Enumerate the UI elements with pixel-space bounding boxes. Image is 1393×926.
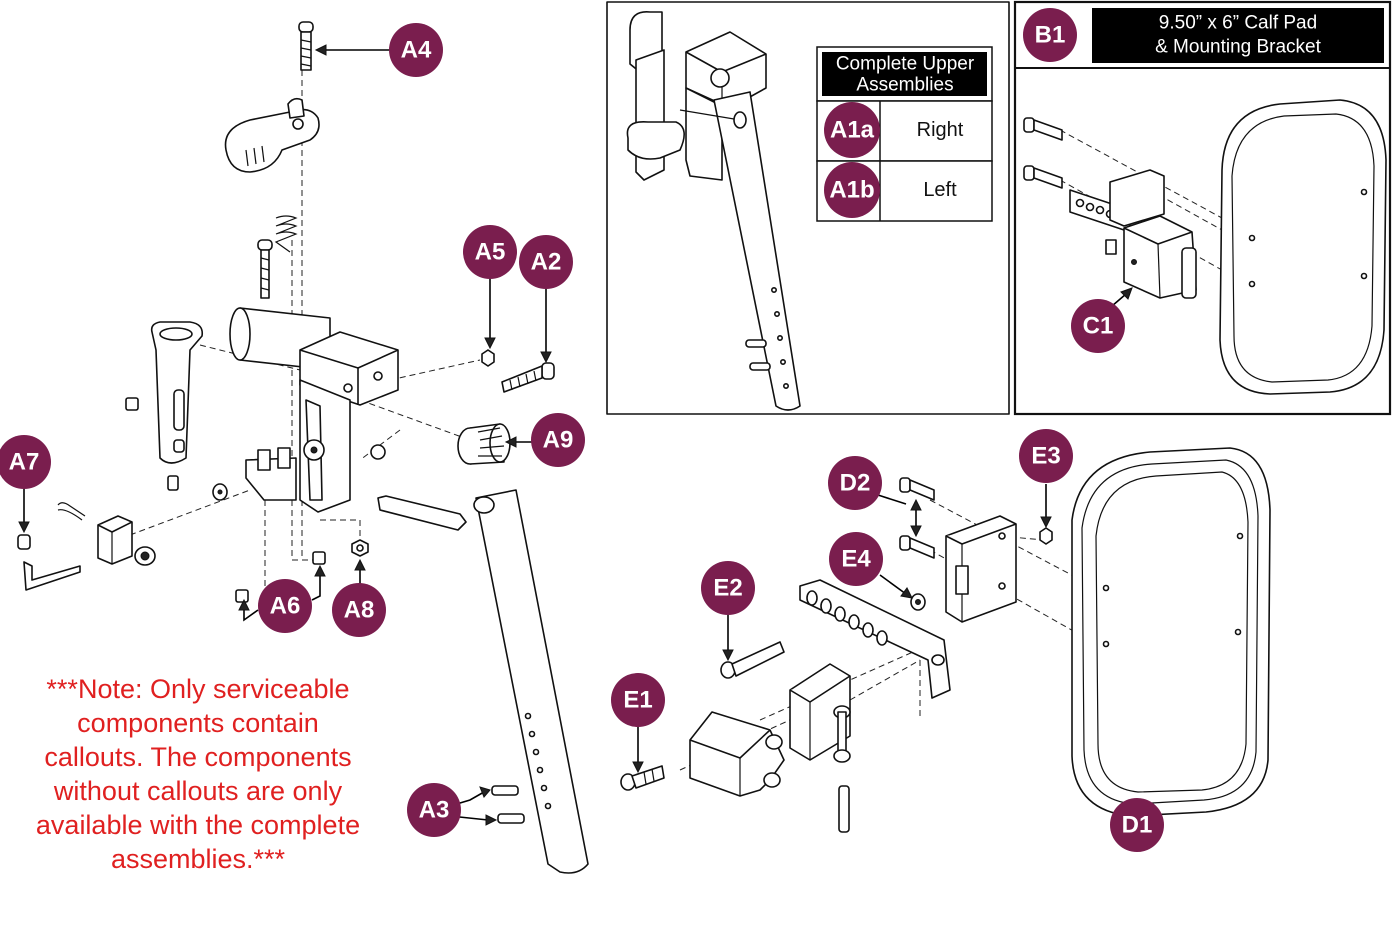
svg-text:A4: A4 <box>401 37 432 64</box>
svg-text:A1a: A1a <box>830 117 875 144</box>
svg-text:C1: C1 <box>1083 313 1114 340</box>
callout-d1: D1 <box>1110 798 1164 852</box>
svg-text:E4: E4 <box>841 546 871 573</box>
svg-text:B1: B1 <box>1035 22 1066 49</box>
callout-a7: A7 <box>0 435 51 489</box>
calf-pad-exploded-drawing <box>620 447 1271 839</box>
svg-text:A3: A3 <box>419 797 450 824</box>
calf-pad-header <box>1092 8 1384 63</box>
calf-pad-bracket-drawing <box>1023 99 1387 395</box>
svg-text:A8: A8 <box>344 597 375 624</box>
svg-text:A1b: A1b <box>829 177 874 204</box>
svg-text:A5: A5 <box>475 239 506 266</box>
callout-e2: E2 <box>701 561 755 615</box>
svg-text:A2: A2 <box>531 249 562 276</box>
svg-text:E2: E2 <box>713 575 742 602</box>
callout-a8: A8 <box>332 583 386 637</box>
callout-e3: E3 <box>1019 429 1073 483</box>
upper-assemblies-table: Complete Upper Assemblies A1a Right A1b … <box>816 46 993 222</box>
calf-header-line1: 9.50” x 6” Calf Pad <box>1159 13 1317 34</box>
calf-header-line2: & Mounting Bracket <box>1155 37 1322 58</box>
callout-a3: A3 <box>407 783 461 837</box>
callout-c1: C1 <box>1071 299 1125 353</box>
callout-e4: E4 <box>829 532 883 586</box>
callout-a9: A9 <box>531 413 585 467</box>
svg-text:A6: A6 <box>270 593 301 620</box>
row-right-label: Right <box>917 119 964 141</box>
callout-d2: D2 <box>828 456 882 510</box>
callout-e1: E1 <box>611 673 665 727</box>
upper-assembly-drawing <box>626 11 801 411</box>
callout-a1a: A1a <box>824 102 880 158</box>
calf-pad-panel <box>1013 0 1392 416</box>
callout-a6: A6 <box>258 579 312 633</box>
svg-text:D2: D2 <box>840 470 871 497</box>
svg-text:A7: A7 <box>9 449 40 476</box>
svg-text:E3: E3 <box>1031 443 1060 470</box>
svg-text:A9: A9 <box>543 427 574 454</box>
callout-a5: A5 <box>463 225 517 279</box>
callout-b1: B1 <box>1023 8 1077 62</box>
svg-text:E1: E1 <box>623 687 652 714</box>
table-header-line2: Assemblies <box>856 75 953 96</box>
callout-a4: A4 <box>389 23 443 77</box>
svg-text:D1: D1 <box>1122 812 1153 839</box>
serviceable-components-note: ***Note: Only serviceable components con… <box>35 674 361 874</box>
callout-a1b: A1b <box>824 162 880 218</box>
table-header-line1: Complete Upper <box>836 54 975 75</box>
callout-a2: A2 <box>519 235 573 289</box>
main-assembly-drawing <box>17 21 589 874</box>
row-left-label: Left <box>923 179 957 201</box>
